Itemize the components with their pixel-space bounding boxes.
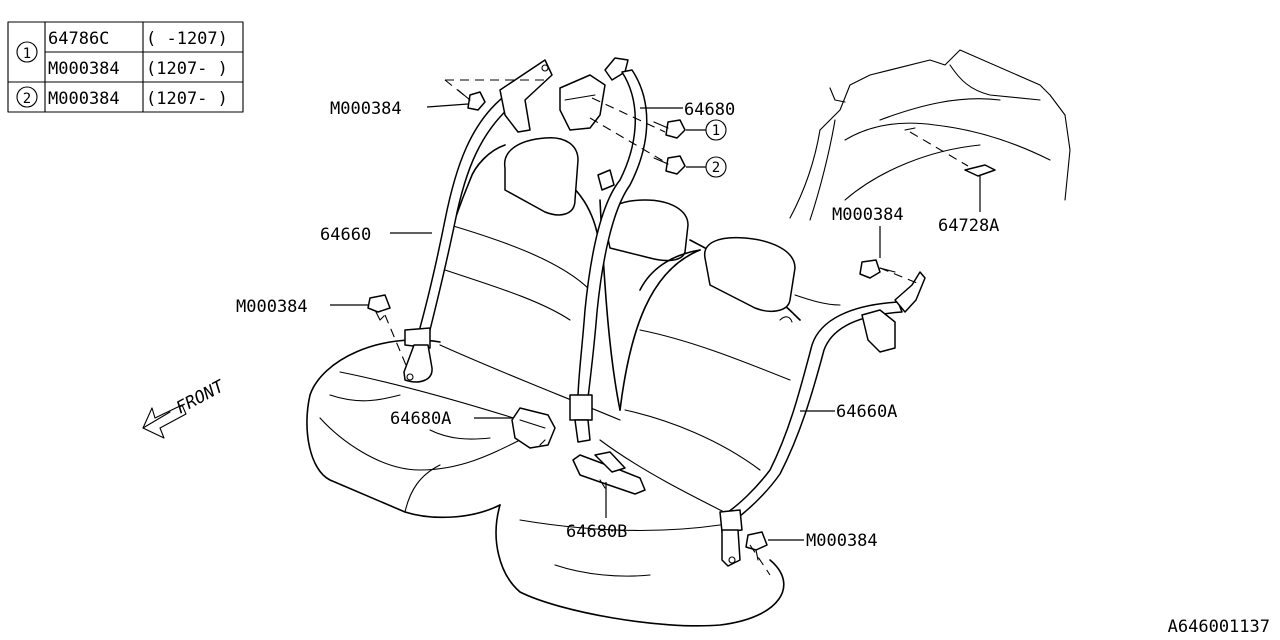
buckle-64680a	[511, 407, 556, 449]
belt-left	[384, 59, 553, 383]
table-range-2: (1207- )	[146, 59, 228, 79]
callout-bolt-mid-left: M000384	[236, 297, 308, 317]
belt-center	[559, 57, 666, 443]
bolt-right-upper	[859, 259, 896, 279]
table-range-1: ( -1207)	[146, 29, 228, 49]
body-panel	[789, 49, 1071, 221]
table-part-2: M000384	[48, 59, 120, 79]
bolt-ref1	[653, 119, 686, 139]
belt-right	[719, 267, 926, 576]
callout-bolt-upper-left: M000384	[330, 99, 402, 119]
reference-table: 1 64786C ( -1207) M000384 (1207- ) 2 M00…	[7, 21, 244, 113]
callout-buckle-left: 64680A	[390, 409, 451, 429]
callout-retractor: 64680	[684, 100, 735, 120]
callout-buckle-center: 64680B	[566, 522, 627, 542]
seat-back	[424, 137, 841, 471]
front-label: FRONT	[173, 376, 229, 419]
table-ref-1: 1	[23, 46, 31, 62]
callout-bolt-right-lower: M000384	[806, 531, 878, 551]
table-ref-2: 2	[23, 91, 31, 107]
bolt-right-lower	[745, 531, 768, 561]
bolt-mid-left	[367, 294, 391, 321]
callout-ref1: 1	[712, 123, 720, 139]
bolt-upper-left	[457, 89, 486, 111]
callout-belt-right: 64660A	[836, 402, 897, 422]
callout-ref2: 2	[712, 160, 720, 176]
table-part-1: 64786C	[48, 29, 109, 49]
callout-bolt-right-upper: M000384	[832, 205, 904, 225]
table-part-3: M000384	[48, 89, 120, 109]
front-arrow: FRONT	[142, 376, 229, 439]
callout-cover: 64728A	[938, 216, 999, 236]
bolt-ref2	[653, 155, 686, 175]
diagram-id: A646001137	[1168, 617, 1270, 637]
table-range-3: (1207- )	[146, 89, 228, 109]
callouts: M000384 64680 1 2 64660 M000384 64680A M…	[236, 99, 999, 551]
buckle-64680b	[572, 451, 646, 495]
callout-belt-left: 64660	[320, 225, 371, 245]
seat-cushion	[306, 339, 785, 627]
